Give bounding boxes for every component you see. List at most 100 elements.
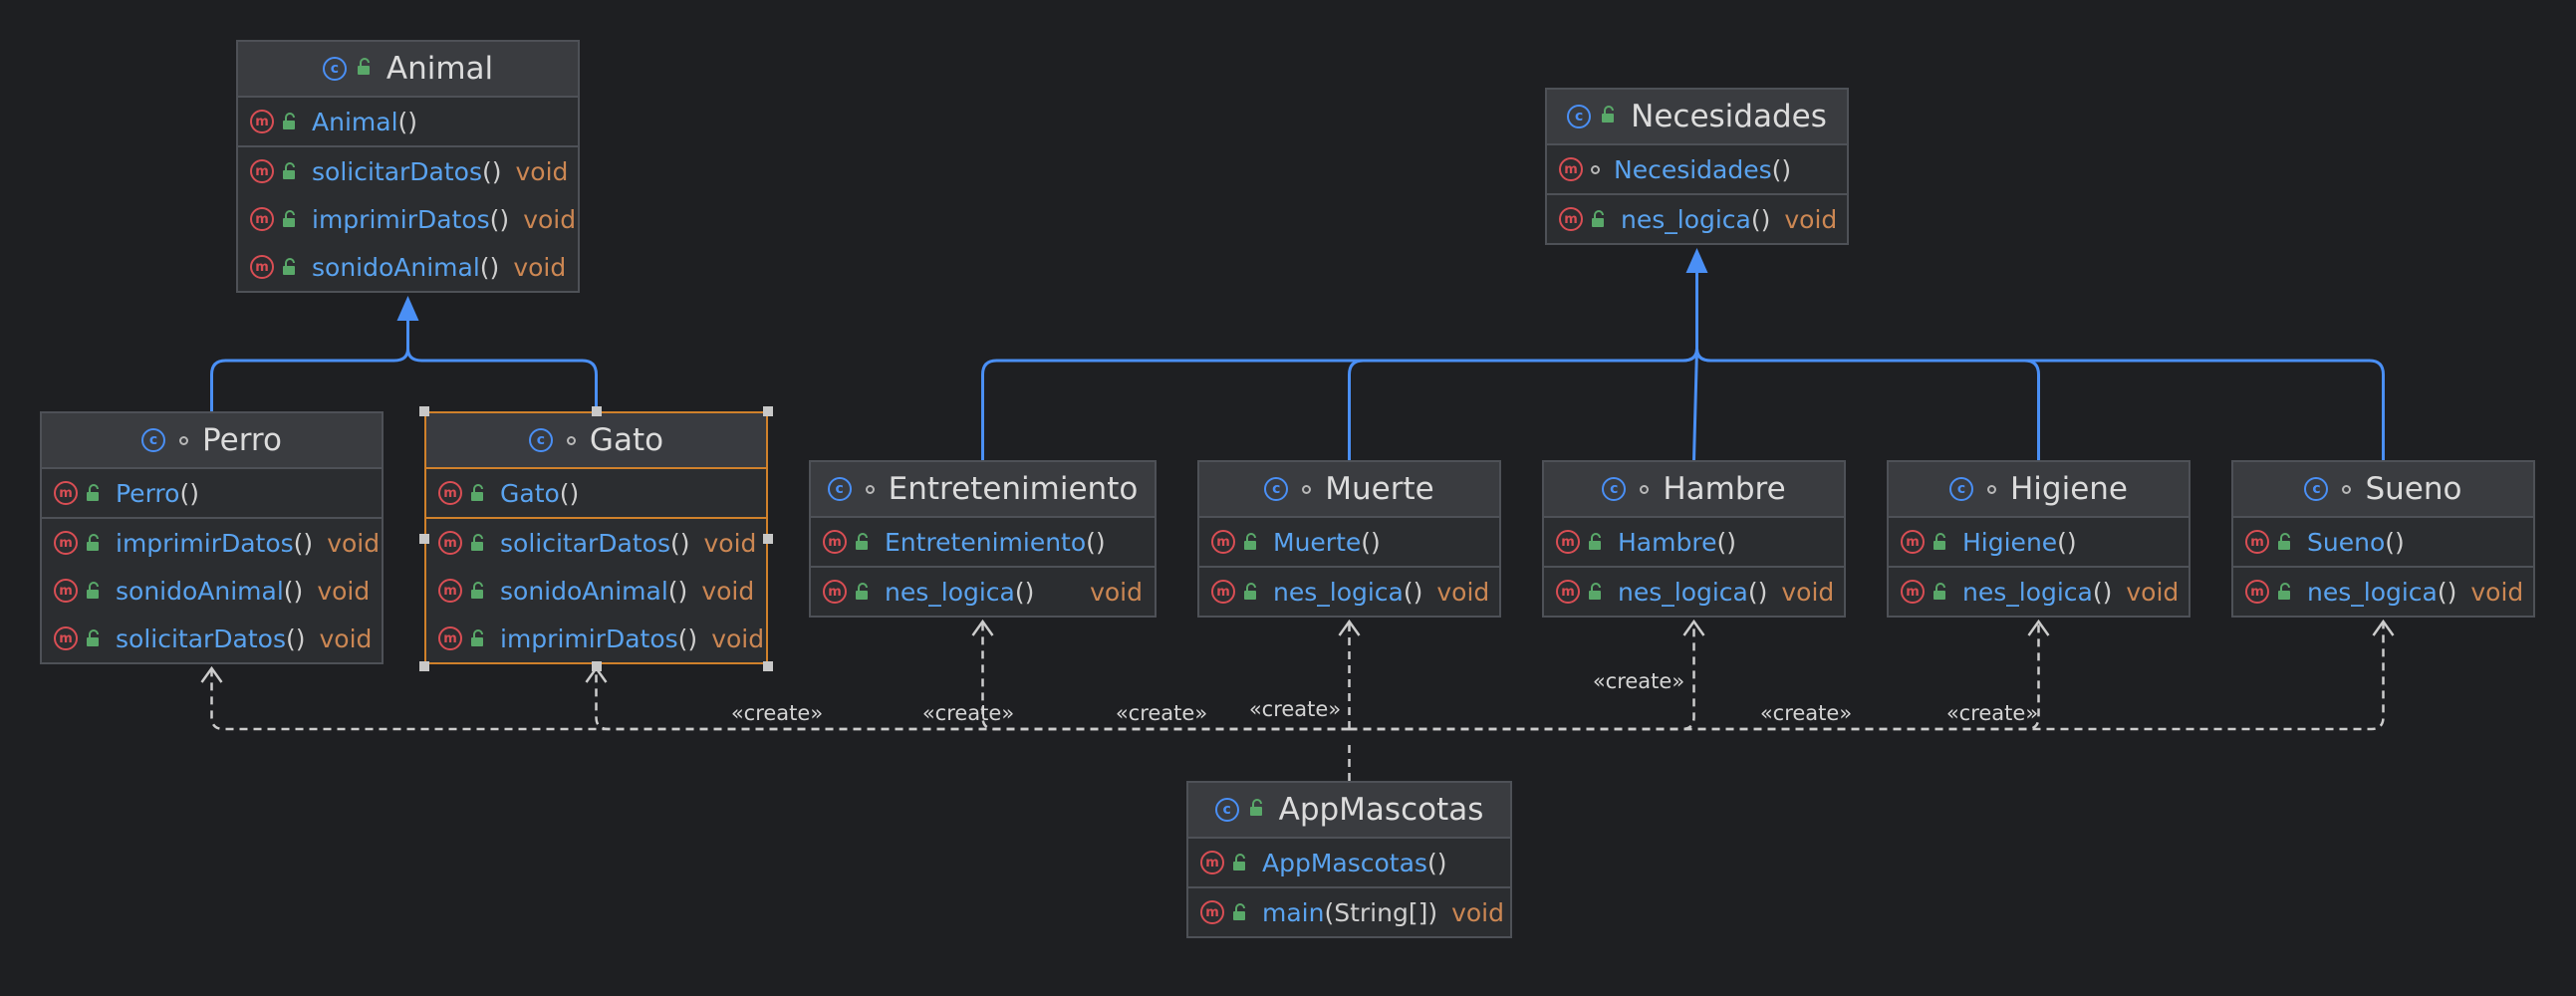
member-name: nes_logica [1621,204,1751,234]
method-icon: m [438,626,462,650]
class-icon: c [141,428,166,452]
class-name: Animal [386,51,494,87]
member-name: Hambre [1618,527,1717,557]
method-icon: m [1901,580,1925,604]
selection-handle[interactable] [419,534,429,544]
member-name: sonidoAnimal [116,576,284,606]
member-name: nes_logica [2307,577,2438,607]
create-stereotype-label: «create» [1248,697,1342,721]
public-lock-icon [1243,528,1259,557]
public-lock-icon [86,577,102,606]
return-type: void [1090,577,1143,607]
member-name: nes_logica [1618,577,1748,607]
create-stereotype-label: «create» [1115,701,1208,725]
public-lock-icon [86,529,102,558]
return-type: void [1781,577,1835,607]
selection-handle[interactable] [591,406,602,416]
member-name: imprimirDatos [116,528,294,558]
inheritance-line-sueno [1695,348,2385,460]
public-lock-icon [86,624,102,653]
public-lock-icon [855,528,871,557]
member-name: nes_logica [1273,577,1404,607]
member-name: Higiene [1962,527,2058,557]
selection-handle[interactable] [419,406,429,416]
member-name: Sueno [2307,527,2386,557]
class-name: Necesidades [1631,99,1827,134]
class-name: Hambre [1663,471,1786,507]
class-name: Muerte [1325,471,1434,507]
selection-handle[interactable] [763,661,773,671]
selection-handle[interactable] [419,661,429,671]
member-name: solicitarDatos [312,156,482,186]
member-args: () [2437,577,2457,607]
dependency-arrowhead [971,619,994,636]
selection-handle[interactable] [763,406,773,416]
class-header[interactable]: c Necesidades [1547,90,1847,145]
member-name: Muerte [1273,527,1362,557]
public-lock-icon [855,578,871,607]
selection-handle[interactable] [591,661,602,671]
selection-handle[interactable] [763,534,773,544]
public-lock-icon [86,479,102,508]
inheritance-line-gato [406,348,598,411]
return-type: void [317,576,371,606]
public-lock-icon [470,624,486,653]
member-name: AppMascotas [1262,848,1427,877]
method-icon: m [1556,530,1580,554]
class-icon: c [1567,105,1592,128]
